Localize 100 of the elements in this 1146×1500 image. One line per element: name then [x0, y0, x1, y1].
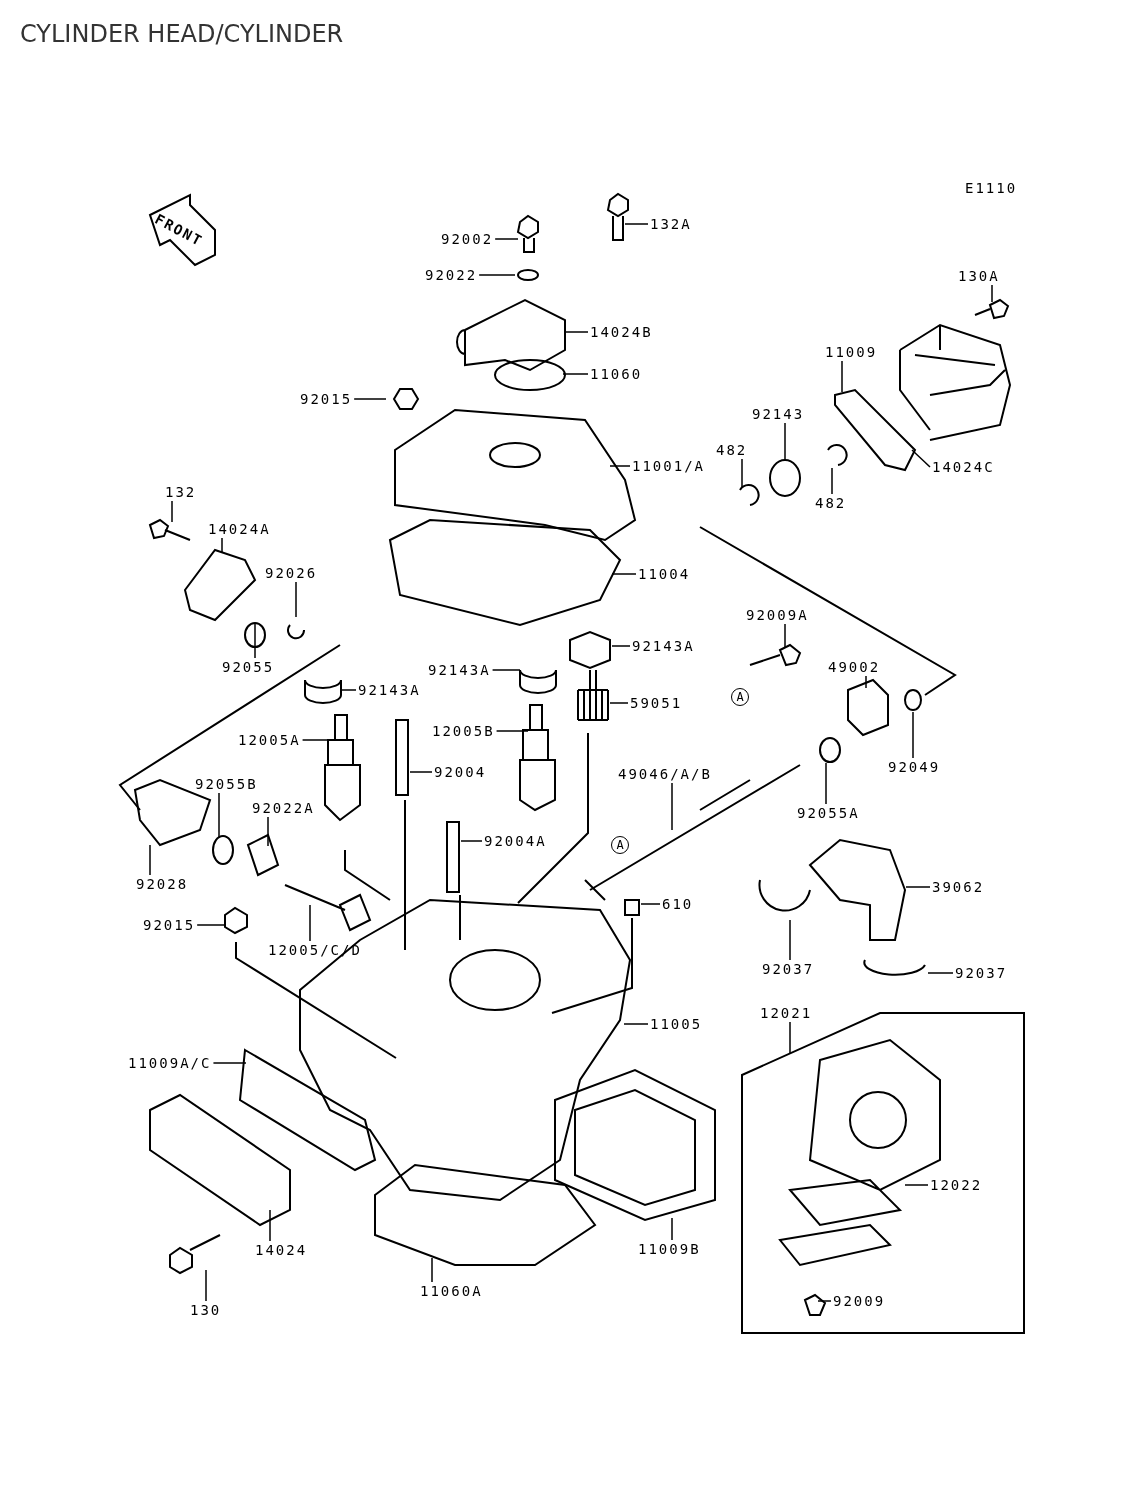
part-number: 12005B: [432, 723, 495, 739]
part-number: 482: [716, 442, 748, 458]
leader-line: [991, 284, 993, 303]
part-number: 39062: [932, 879, 985, 895]
part-number: 11009A/C: [128, 1055, 212, 1071]
part-number: 11004: [638, 566, 691, 582]
leader-line: [825, 762, 827, 805]
leader-line: [611, 573, 637, 575]
part-number: 59051: [630, 695, 683, 711]
part-number: 11009: [825, 344, 878, 360]
reference-mark: A: [611, 836, 629, 854]
leader-line: [912, 711, 914, 759]
leader-line: [789, 1021, 791, 1054]
leader-line: [624, 223, 649, 225]
part-number: 11009B: [638, 1241, 701, 1257]
part-number: 14024B: [590, 324, 653, 340]
part-number: 132: [165, 484, 197, 500]
part-number: 92049: [888, 759, 941, 775]
part-number: 92026: [265, 565, 318, 581]
leader-line: [478, 274, 516, 276]
part-number: 92037: [955, 965, 1008, 981]
leader-line: [196, 924, 225, 926]
part-number: 92022A: [252, 800, 315, 816]
part-number: 12022: [930, 1177, 983, 1193]
part-number: 92143: [752, 406, 805, 422]
leader-line: [817, 1300, 832, 1302]
part-number: 12021: [760, 1005, 813, 1021]
leader-line: [831, 467, 833, 495]
part-number: 92015: [143, 917, 196, 933]
part-number: 11060A: [420, 1283, 483, 1299]
leader-line: [789, 919, 791, 961]
part-number: 92009A: [746, 607, 809, 623]
leader-line: [494, 238, 519, 240]
part-number: 14024C: [932, 459, 995, 475]
part-number: 92037: [762, 961, 815, 977]
part-number: 130A: [958, 268, 1000, 284]
leader-line: [221, 537, 223, 553]
part-number: 92143A: [632, 638, 695, 654]
leader-line: [784, 422, 786, 462]
leader-line: [254, 623, 256, 659]
leader-line: [911, 449, 931, 468]
leader-line: [218, 792, 220, 838]
part-number: 49002: [828, 659, 881, 675]
part-number: 92055B: [195, 776, 258, 792]
leader-line: [341, 689, 357, 691]
part-number: 49046/A/B: [618, 766, 712, 782]
part-number: 92002: [441, 231, 494, 247]
drawing-code: E1110: [965, 180, 1018, 196]
leader-line: [431, 1257, 433, 1283]
leader-line: [269, 1209, 271, 1242]
diagram-title: CYLINDER HEAD/CYLINDER: [20, 20, 344, 48]
leader-line: [865, 675, 867, 689]
part-number: 11005: [650, 1016, 703, 1032]
leader-line: [564, 331, 589, 333]
part-number: 132A: [650, 216, 692, 232]
leader-line: [295, 581, 297, 618]
part-number: 92143A: [428, 662, 491, 678]
part-number: 92028: [136, 876, 189, 892]
leader-line: [409, 771, 433, 773]
part-number: 92009: [833, 1293, 886, 1309]
part-number: 11060: [590, 366, 643, 382]
leader-line: [841, 360, 843, 393]
leader-line: [301, 739, 335, 741]
part-number: 92055: [222, 659, 275, 675]
leader-line: [353, 398, 387, 400]
leader-line: [741, 458, 743, 489]
part-number: 610: [662, 896, 694, 912]
leader-line: [609, 702, 629, 704]
leader-line: [609, 465, 631, 467]
leader-line: [905, 886, 931, 888]
leader-line: [904, 1184, 929, 1186]
leader-line: [640, 903, 661, 905]
part-number: 130: [190, 1302, 222, 1318]
part-number: 92055A: [797, 805, 860, 821]
part-number: 92143A: [358, 682, 421, 698]
leader-line: [149, 844, 151, 876]
leader-line: [562, 373, 589, 375]
part-number: 92004: [434, 764, 487, 780]
leader-line: [671, 1217, 673, 1241]
leader-line: [927, 972, 954, 974]
leader-line: [671, 782, 673, 831]
part-number: 14024: [255, 1242, 308, 1258]
leader-line: [460, 840, 483, 842]
leader-line: [171, 500, 173, 523]
leader-line: [623, 1023, 649, 1025]
leader-line: [495, 730, 529, 732]
part-number: 12005A: [238, 732, 301, 748]
part-number: 92015: [300, 391, 353, 407]
leader-line: [611, 645, 631, 647]
part-number: 92022: [425, 267, 478, 283]
part-number: 92004A: [484, 833, 547, 849]
leader-line: [267, 816, 269, 847]
part-number: 14024A: [208, 521, 271, 537]
part-number: 482: [815, 495, 847, 511]
reference-mark: A: [731, 688, 749, 706]
leader-line: [491, 669, 521, 671]
leader-line: [205, 1269, 207, 1302]
part-number: 11001/A: [632, 458, 705, 474]
leader-line: [309, 904, 311, 942]
leader-line: [212, 1062, 247, 1064]
